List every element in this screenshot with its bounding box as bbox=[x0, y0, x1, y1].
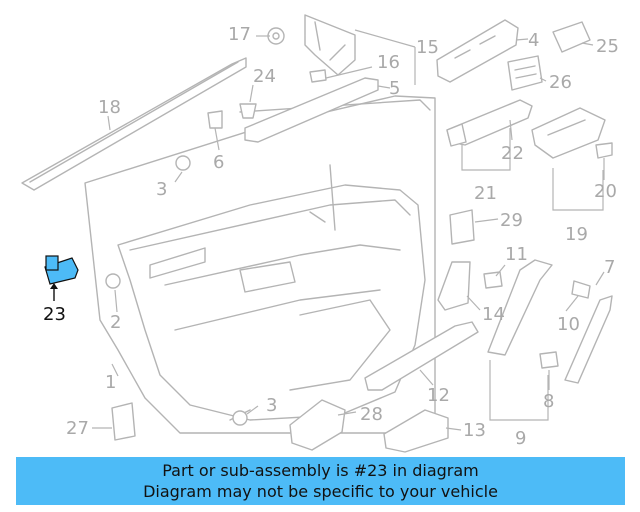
pull-cup-assembly bbox=[487, 259, 553, 356]
callout-3-upper: 3 bbox=[156, 179, 167, 200]
side-trim-7 bbox=[564, 295, 613, 384]
callout-2: 2 bbox=[110, 312, 121, 333]
door-pull-handle bbox=[446, 99, 533, 147]
callout-3-lower: 3 bbox=[266, 395, 277, 416]
info-banner: Part or sub-assembly is #23 in diagram D… bbox=[16, 457, 625, 505]
callout-9: 9 bbox=[515, 428, 526, 449]
callout-11: 11 bbox=[505, 244, 528, 265]
upper-trim-strip bbox=[244, 77, 379, 143]
callout-18: 18 bbox=[98, 97, 121, 118]
callout-6: 6 bbox=[213, 152, 224, 173]
callout-23: 23 bbox=[43, 304, 66, 325]
window-switch-28 bbox=[289, 399, 346, 451]
callout-16: 16 bbox=[377, 52, 400, 73]
armrest-strip bbox=[364, 321, 479, 391]
callout-1: 1 bbox=[105, 372, 116, 393]
window-belt-strip bbox=[21, 57, 247, 191]
callout-24: 24 bbox=[253, 66, 276, 87]
callout-5: 5 bbox=[389, 78, 400, 99]
callout-4: 4 bbox=[528, 30, 539, 51]
callout-15: 15 bbox=[416, 37, 439, 58]
door-trim-panel bbox=[84, 95, 436, 434]
latch-bracket bbox=[531, 107, 606, 159]
banner-line-1: Part or sub-assembly is #23 in diagram bbox=[162, 461, 479, 480]
callout-25: 25 bbox=[596, 36, 619, 57]
callout-14: 14 bbox=[482, 304, 505, 325]
switch-27 bbox=[111, 402, 136, 441]
callout-20: 20 bbox=[594, 181, 617, 202]
banner-line-2: Diagram may not be specific to your vehi… bbox=[143, 482, 498, 501]
mirror-trim-bracket bbox=[304, 14, 356, 76]
window-switch-13 bbox=[383, 409, 449, 453]
callout-8: 8 bbox=[543, 391, 554, 412]
handle-bezel bbox=[437, 261, 471, 311]
callout-27: 27 bbox=[66, 418, 89, 439]
callout-12: 12 bbox=[427, 385, 450, 406]
callout-10: 10 bbox=[557, 314, 580, 335]
callout-22: 22 bbox=[501, 143, 524, 164]
switch-29 bbox=[449, 209, 475, 245]
callout-19: 19 bbox=[565, 224, 588, 245]
callout-21: 21 bbox=[474, 183, 497, 204]
callout-17: 17 bbox=[228, 24, 251, 45]
callout-26: 26 bbox=[549, 72, 572, 93]
callout-29: 29 bbox=[500, 210, 523, 231]
part-23-highlighted[interactable] bbox=[44, 255, 79, 301]
switch-housings bbox=[436, 19, 591, 91]
leader-lines bbox=[92, 29, 605, 431]
callout-13: 13 bbox=[463, 420, 486, 441]
callout-28: 28 bbox=[360, 404, 383, 425]
callout-7: 7 bbox=[604, 257, 615, 278]
fastener-parts bbox=[105, 27, 613, 426]
callout-numbers: 1 2 3 3 4 5 6 7 8 9 10 11 12 13 14 15 16… bbox=[43, 24, 619, 449]
